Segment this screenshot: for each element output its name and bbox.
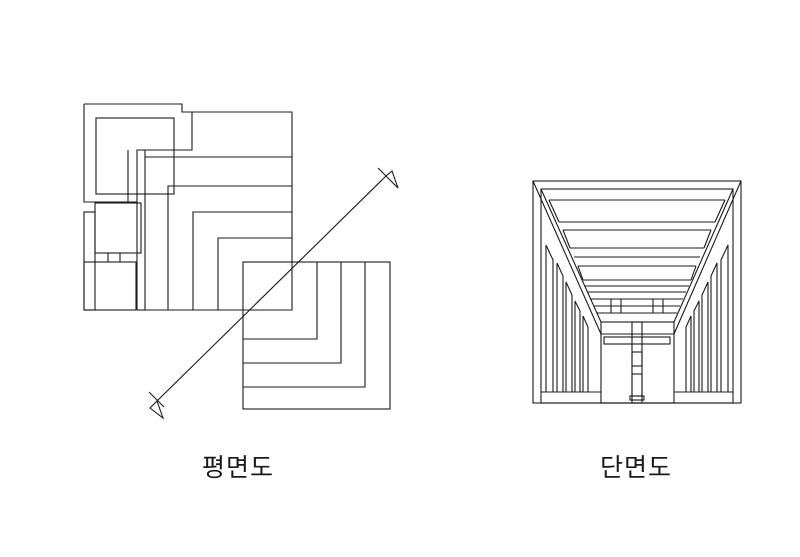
plan-lower-block [242, 261, 391, 410]
section-left-wall [541, 244, 601, 393]
plan-upper-block [136, 111, 293, 311]
section-right-wall [674, 244, 733, 393]
section-cut-line [148, 167, 399, 420]
section-caption: 단면도 [599, 453, 672, 482]
plan-caption: 평면도 [201, 453, 274, 482]
plan-left-block [83, 103, 193, 311]
section-drawing [532, 180, 742, 404]
section-arrow-bottom-icon [149, 399, 165, 420]
section-arrow-top-icon [385, 170, 399, 189]
floor-plan [83, 103, 399, 420]
